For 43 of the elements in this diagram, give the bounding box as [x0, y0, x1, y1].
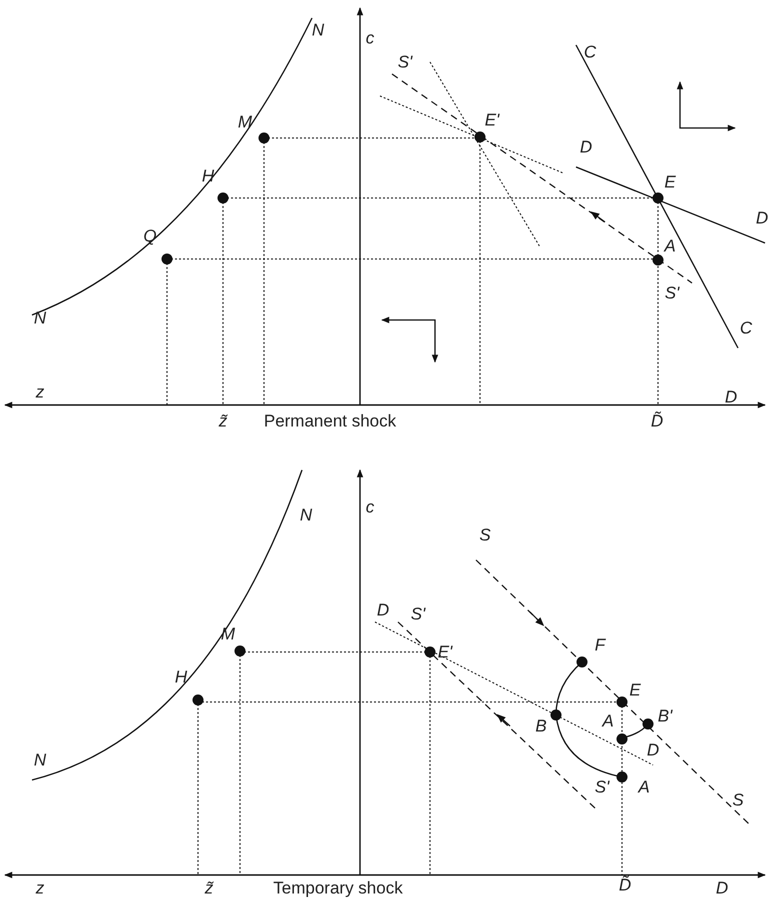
curve-label: D [724, 388, 738, 406]
curve-label: S' [410, 606, 426, 622]
curve-label: N [34, 752, 46, 768]
curve-label: M [238, 114, 252, 130]
curve-label: A [664, 238, 676, 254]
curve-label: N [34, 310, 46, 326]
curve-label: E' [484, 112, 500, 128]
curve-label: c [366, 498, 374, 516]
curve-label: A [638, 778, 650, 796]
curve-label: C [740, 320, 752, 336]
curve-label: D [376, 602, 390, 618]
curve-label: D̃ [618, 876, 632, 894]
curve-label: D [580, 138, 592, 156]
panel-title: Permanent shock [264, 412, 396, 430]
curve-label: F [594, 636, 606, 654]
curve-label: D [756, 210, 768, 226]
curve-label: c [366, 30, 374, 46]
curve-label: S [479, 526, 491, 544]
curve-label: S' [398, 54, 412, 70]
curve-label: z [36, 384, 44, 400]
curve-label: S' [664, 284, 680, 302]
curve-label: Q [143, 228, 157, 244]
curve-label: S' [594, 778, 610, 796]
curve-label: C [584, 44, 596, 60]
curve-label: N [312, 22, 324, 38]
curve-label: z [36, 880, 44, 896]
curve-label: S [732, 792, 744, 808]
curve-label: z̃ [204, 880, 214, 896]
curve-label: D [646, 742, 660, 758]
panel-title: Temporary shock [273, 880, 403, 896]
curve-label: B' [658, 708, 672, 724]
curve-label: H [202, 168, 214, 184]
curve-label: A [602, 712, 614, 730]
curve-label: E [664, 174, 676, 190]
curve-label: N [300, 506, 312, 524]
curve-label: D [716, 880, 728, 896]
curve-label: D̃ [650, 412, 664, 430]
curve-label: M [220, 626, 236, 642]
curve-label: z̃ [218, 412, 228, 430]
curve-label: H [174, 668, 188, 686]
curve-label: E [629, 682, 641, 698]
curve-label: B [535, 718, 547, 734]
curve-label: E' [438, 644, 452, 660]
